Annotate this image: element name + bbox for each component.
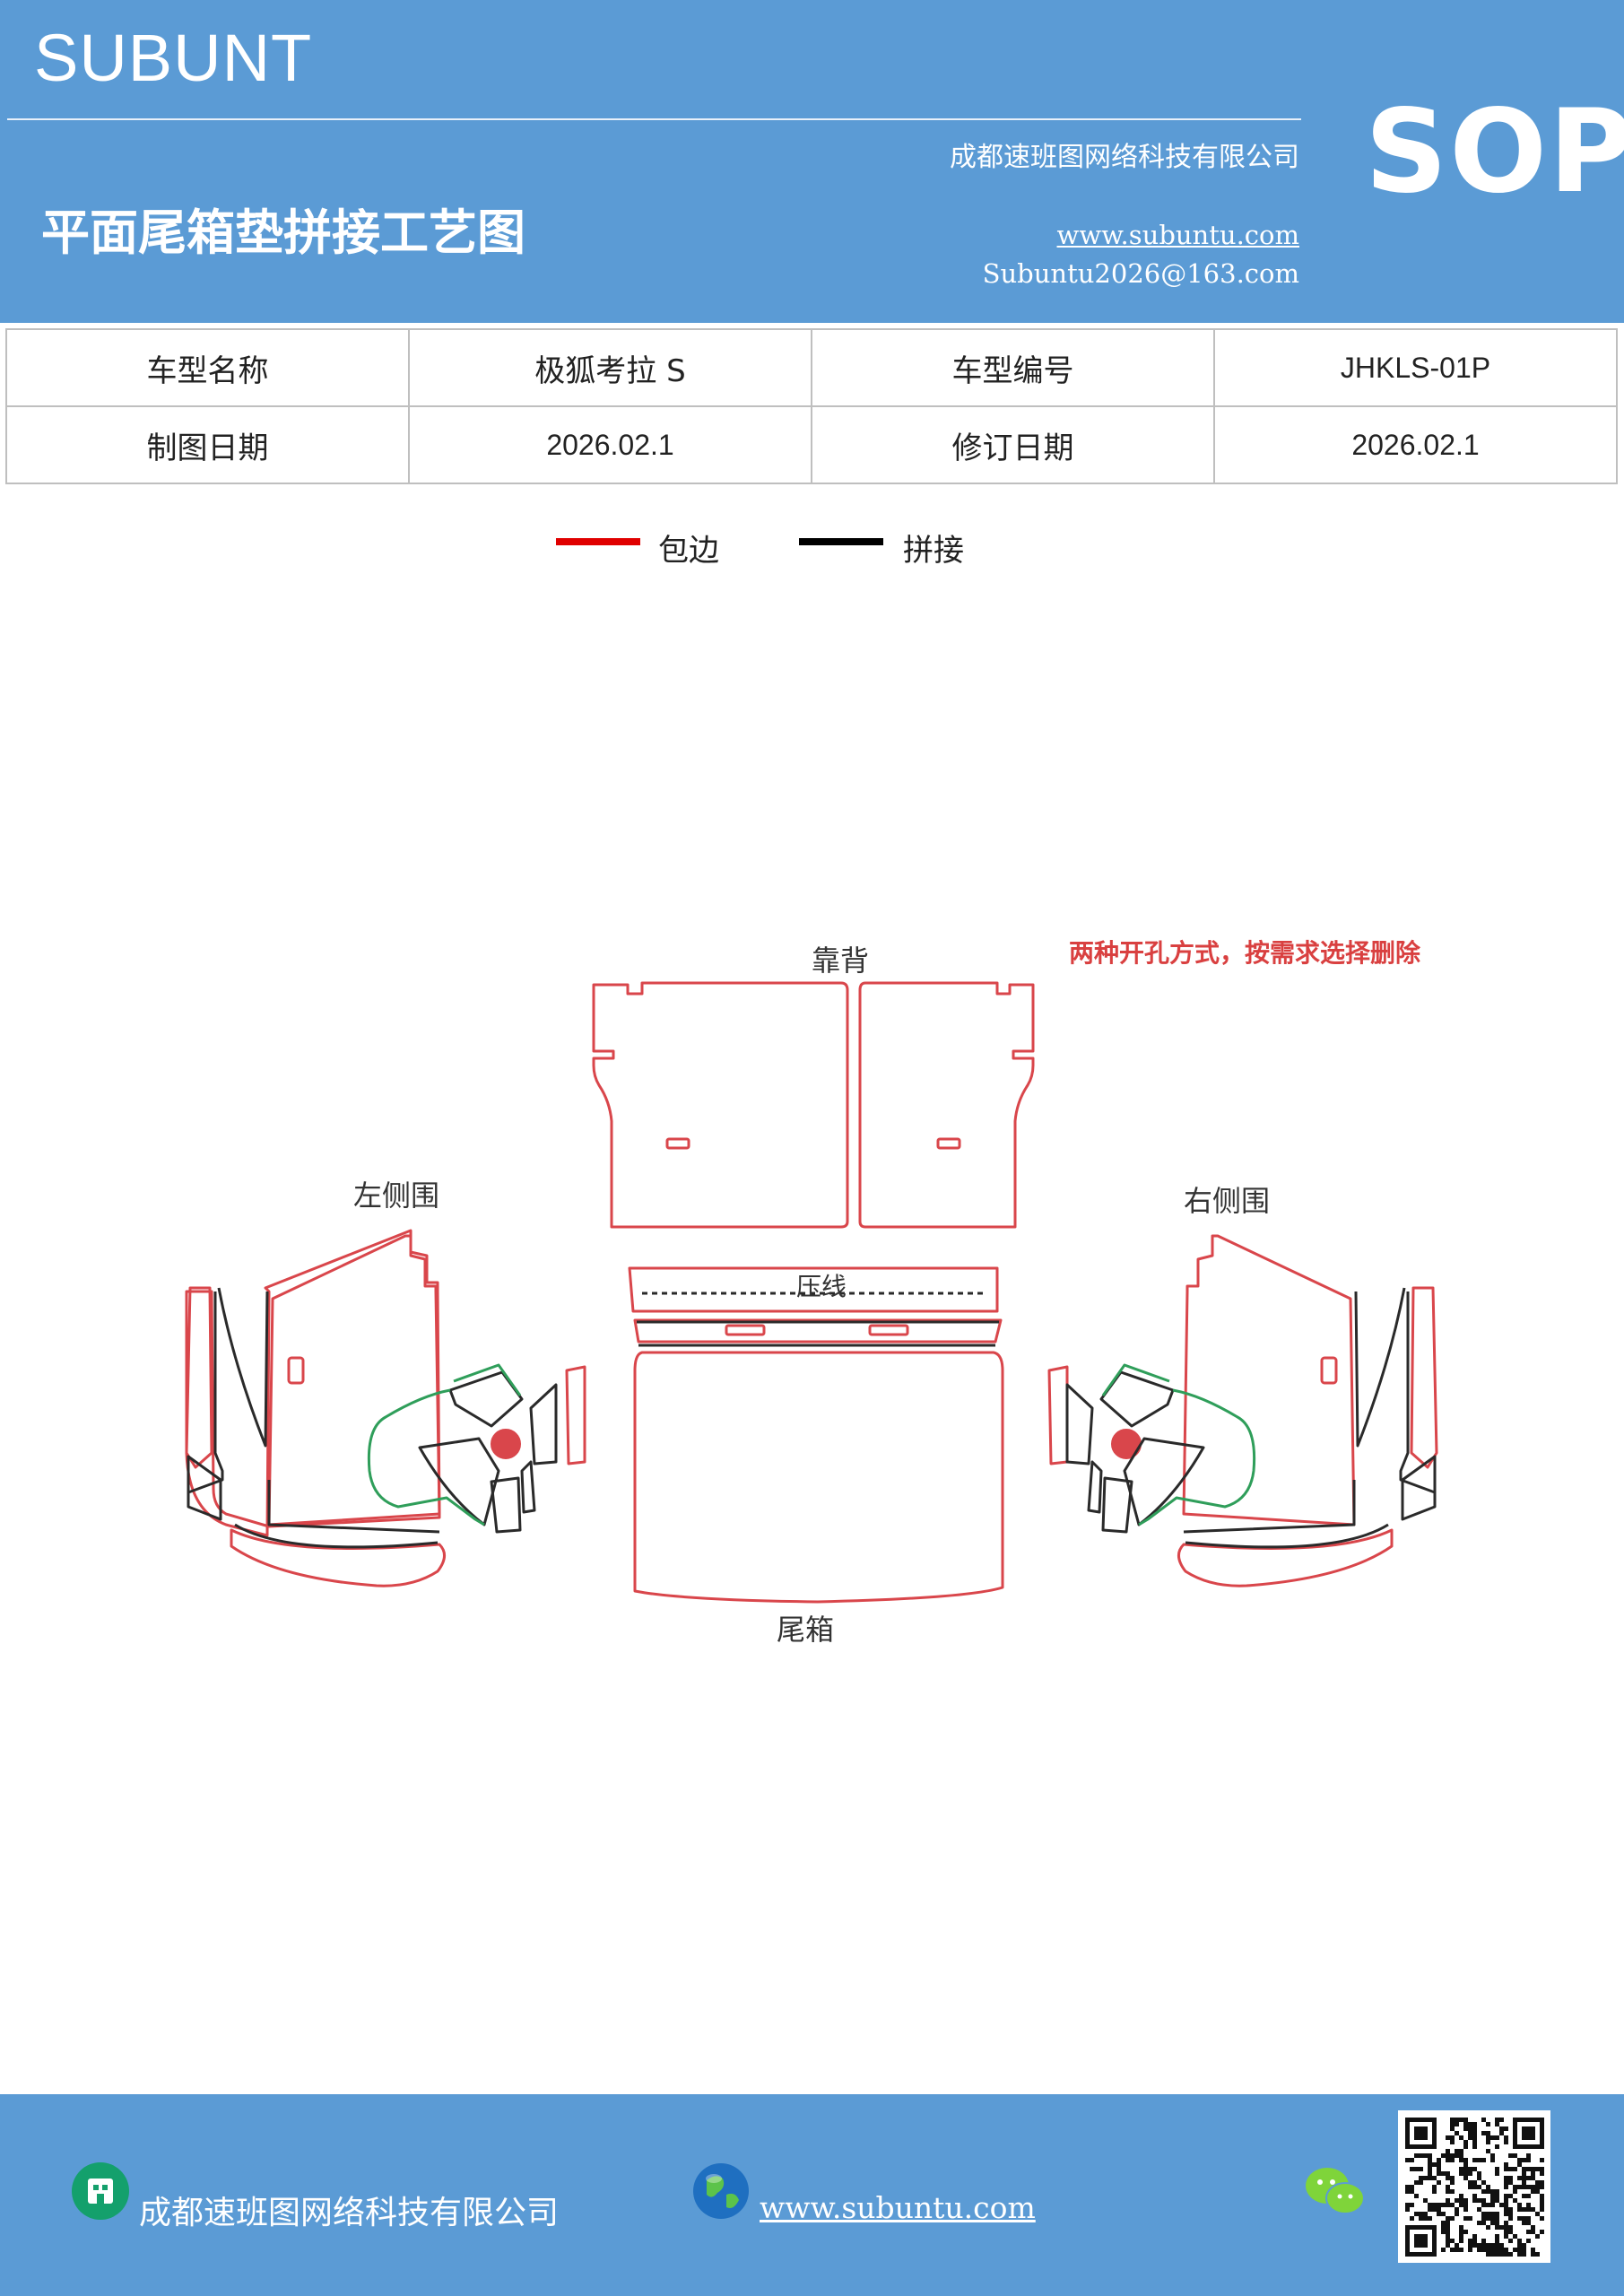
backrest-left-slot <box>665 1137 690 1150</box>
model-name-label: 车型名称 <box>5 328 410 407</box>
middle-strip <box>633 1318 1003 1344</box>
left-alt-cutout-top <box>453 1363 522 1396</box>
right-side-seam-a <box>1399 1292 1436 1494</box>
backrest-left-panel <box>592 981 849 1229</box>
left-side-outer <box>185 1229 441 1537</box>
left-cluster-bottom <box>490 1476 522 1534</box>
left-cluster-small <box>520 1460 536 1514</box>
sop-badge: SOP <box>1365 85 1624 219</box>
left-side-seam-b <box>217 1287 269 1448</box>
left-speaker-cutout <box>489 1427 523 1461</box>
legend: 包边 拼接 <box>0 518 1624 572</box>
header-email: Subuntu2026@163.com <box>982 258 1299 289</box>
backrest-label: 靠背 <box>812 944 869 978</box>
building-icon <box>72 2162 129 2220</box>
left-small-strip <box>565 1365 586 1465</box>
left-side-flap-top <box>185 1286 213 1469</box>
hole-option-note: 两种开孔方式，按需求选择删除 <box>1069 938 1421 968</box>
footer-company: 成都速班图网络科技有限公司 <box>139 2195 560 2231</box>
left-side-bottom-strip <box>230 1528 446 1587</box>
right-side-label: 右侧围 <box>1184 1184 1270 1218</box>
right-speaker-cutout <box>1109 1427 1143 1461</box>
left-side-seam-d <box>234 1523 439 1549</box>
left-side-label: 左侧围 <box>353 1178 439 1213</box>
right-cluster-bottom <box>1101 1476 1133 1534</box>
crease-label: 压线 <box>796 1272 847 1301</box>
middle-strip-slot-left <box>725 1324 766 1336</box>
left-cluster-top <box>448 1370 524 1428</box>
right-side-flap-top <box>1410 1286 1438 1469</box>
edge-legend-label: 包边 <box>658 533 719 569</box>
right-side-seam-c <box>1183 1480 1356 1534</box>
right-side-seam-d <box>1185 1523 1389 1549</box>
revise-date-label: 修订日期 <box>811 405 1215 484</box>
right-side-panel <box>1182 1234 1356 1526</box>
model-code-value: JHKLS-01P <box>1213 328 1618 407</box>
left-side-seam-e <box>187 1455 222 1521</box>
right-side-seam-e <box>1401 1455 1437 1521</box>
right-cluster-left <box>1065 1383 1094 1465</box>
right-side-bottom-strip <box>1177 1528 1394 1587</box>
right-cluster-small <box>1087 1460 1103 1514</box>
qr-code[interactable] <box>1398 2110 1550 2263</box>
header-company: 成都速班图网络科技有限公司 <box>950 142 1299 173</box>
backrest-right-panel <box>858 981 1035 1229</box>
model-name-value: 极狐考拉 S <box>408 328 812 407</box>
right-alt-cutout-top <box>1101 1363 1170 1396</box>
left-side-panel <box>267 1234 441 1526</box>
left-alt-cutout-shape <box>367 1388 485 1526</box>
table-row: 制图日期 2026.02.1 修订日期 2026.02.1 <box>5 405 1618 484</box>
header-divider <box>7 118 1301 120</box>
qr-code-pattern <box>1405 2118 1544 2257</box>
globe-icon <box>693 2163 749 2219</box>
left-side-seam-c <box>267 1480 440 1534</box>
middle-strip-slot-right <box>868 1324 909 1336</box>
right-side-slot <box>1320 1356 1338 1385</box>
right-alt-cutout-shape <box>1138 1388 1256 1526</box>
footer-website-link[interactable]: www.subuntu.com <box>760 2190 1036 2225</box>
left-small-strip-2 <box>1047 1365 1069 1465</box>
brand-name: SUBUNT <box>34 21 313 95</box>
right-cluster-top <box>1099 1370 1175 1428</box>
left-cluster-right <box>529 1383 558 1465</box>
left-side-slot <box>287 1356 305 1385</box>
seam-legend-label: 拼接 <box>903 533 964 569</box>
draw-date-value: 2026.02.1 <box>408 405 812 484</box>
seam-legend-swatch <box>799 538 883 545</box>
table-row: 车型名称 极狐考拉 S 车型编号 JHKLS-01P <box>5 328 1618 407</box>
header-website-link[interactable]: www.subuntu.com <box>1056 220 1299 250</box>
draw-date-label: 制图日期 <box>5 405 410 484</box>
page-title: 平面尾箱垫拼接工艺图 <box>41 204 525 261</box>
crease-strip <box>628 1266 999 1313</box>
wechat-icon <box>1306 2168 1365 2214</box>
revise-date-value: 2026.02.1 <box>1213 405 1618 484</box>
left-cluster-mid <box>418 1437 500 1526</box>
trunk-floor-panel <box>633 1351 1004 1604</box>
header-banner: SUBUNT 成都速班图网络科技有限公司 平面尾箱垫拼接工艺图 www.subu… <box>0 0 1624 323</box>
backrest-right-slot <box>936 1137 961 1150</box>
edge-legend-swatch <box>556 538 640 545</box>
info-table: 车型名称 极狐考拉 S 车型编号 JHKLS-01P 制图日期 2026.02.… <box>5 328 1618 484</box>
left-side-seam-a <box>187 1292 224 1494</box>
footer-banner: 成都速班图网络科技有限公司 www.subuntu.com <box>0 2094 1624 2296</box>
trunk-label: 尾箱 <box>777 1613 834 1647</box>
right-side-seam-b <box>1354 1287 1406 1448</box>
model-code-label: 车型编号 <box>811 328 1215 407</box>
right-cluster-mid <box>1123 1437 1205 1526</box>
